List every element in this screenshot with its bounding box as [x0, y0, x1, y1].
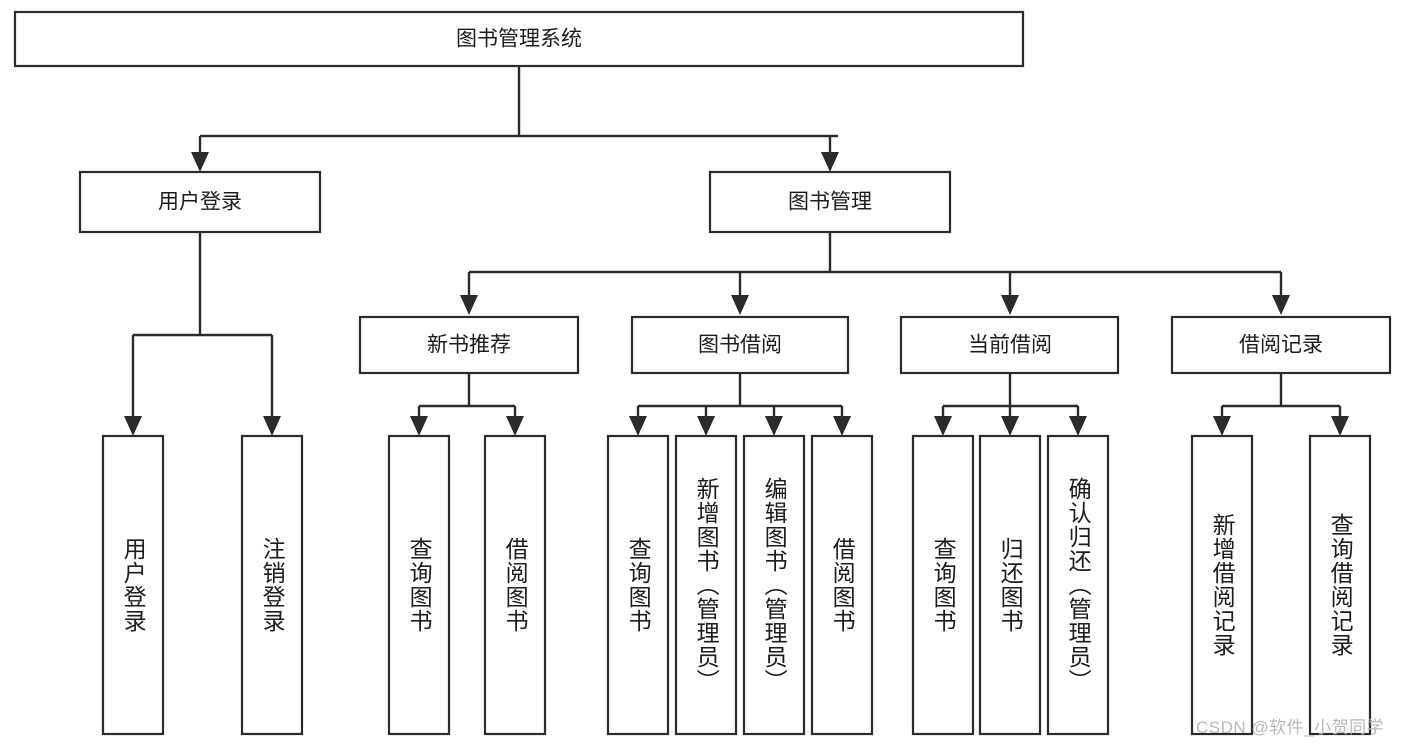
node-new-book-recommend[interactable] — [358, 315, 580, 375]
arrow-root-to-book-management — [821, 152, 839, 172]
arrow-new-book-leaf-1 — [410, 416, 428, 436]
leaf-box-borrow-records-2[interactable] — [1308, 434, 1372, 736]
leaf-box-new-book-1[interactable] — [387, 434, 451, 736]
arrow-to-new-book-recommend — [460, 295, 478, 315]
arrow-book-borrow-leaf-2 — [697, 416, 715, 436]
node-borrow-records-label: 借阅记录 — [1239, 334, 1323, 357]
node-user-login-label: 用户登录 — [158, 191, 242, 214]
arrow-borrow-records-leaf-2 — [1331, 416, 1349, 436]
connector-root-to-level2 — [198, 66, 838, 152]
node-book-management[interactable] — [708, 170, 952, 234]
connector-current-borrow-to-leaves — [941, 373, 1080, 416]
arrow-user-login-leaf-2 — [263, 416, 281, 436]
node-borrow-records[interactable] — [1170, 315, 1392, 375]
connector-new-book-recommend-to-leaves — [417, 373, 517, 416]
arrow-book-borrow-leaf-3 — [765, 416, 783, 436]
node-current-borrow[interactable] — [899, 315, 1120, 375]
leaf-box-book-borrow-1[interactable] — [606, 434, 670, 736]
node-book-borrow[interactable] — [630, 315, 850, 375]
node-book-management-label: 图书管理 — [788, 191, 872, 214]
leaf-box-book-borrow-3[interactable] — [742, 434, 806, 736]
arrow-to-book-borrow — [731, 295, 749, 315]
node-new-book-recommend-label: 新书推荐 — [427, 334, 511, 357]
arrow-new-book-leaf-2 — [506, 416, 524, 436]
node-user-login[interactable] — [78, 170, 322, 234]
node-current-borrow-label: 当前借阅 — [968, 334, 1052, 357]
leaf-box-current-borrow-3[interactable] — [1046, 434, 1110, 736]
leaf-box-book-borrow-4[interactable] — [810, 434, 874, 736]
arrow-book-borrow-leaf-4 — [833, 416, 851, 436]
leaf-box-user-login-1[interactable] — [101, 434, 165, 736]
csdn-watermark: CSDN @软件_小贺同学 — [1196, 718, 1385, 737]
leaf-box-current-borrow-1[interactable] — [911, 434, 975, 736]
node-book-borrow-label: 图书借阅 — [698, 334, 782, 357]
leaf-box-borrow-records-1[interactable] — [1190, 434, 1254, 736]
leaf-box-new-book-2[interactable] — [483, 434, 547, 736]
arrow-user-login-leaf-1 — [124, 416, 142, 436]
leaf-box-book-borrow-2[interactable] — [674, 434, 738, 736]
arrow-book-borrow-leaf-1 — [629, 416, 647, 436]
leaf-box-current-borrow-2[interactable] — [978, 434, 1042, 736]
connector-borrow-records-to-leaves — [1220, 373, 1342, 416]
arrow-root-to-user-login — [191, 152, 209, 172]
connector-book-management-to-level3 — [467, 232, 1283, 295]
node-root[interactable] — [13, 10, 1025, 68]
arrow-current-borrow-leaf-1 — [934, 416, 952, 436]
node-root-label: 图书管理系统 — [456, 28, 582, 51]
arrow-current-borrow-leaf-3 — [1069, 416, 1087, 436]
arrow-to-borrow-records — [1272, 295, 1290, 315]
connector-user-login-to-leaves — [131, 232, 274, 416]
arrow-current-borrow-leaf-2 — [1001, 416, 1019, 436]
leaf-box-user-login-2[interactable] — [240, 434, 304, 736]
arrow-to-current-borrow — [1001, 295, 1019, 315]
arrow-borrow-records-leaf-1 — [1213, 416, 1231, 436]
connector-book-borrow-to-leaves — [636, 373, 844, 416]
